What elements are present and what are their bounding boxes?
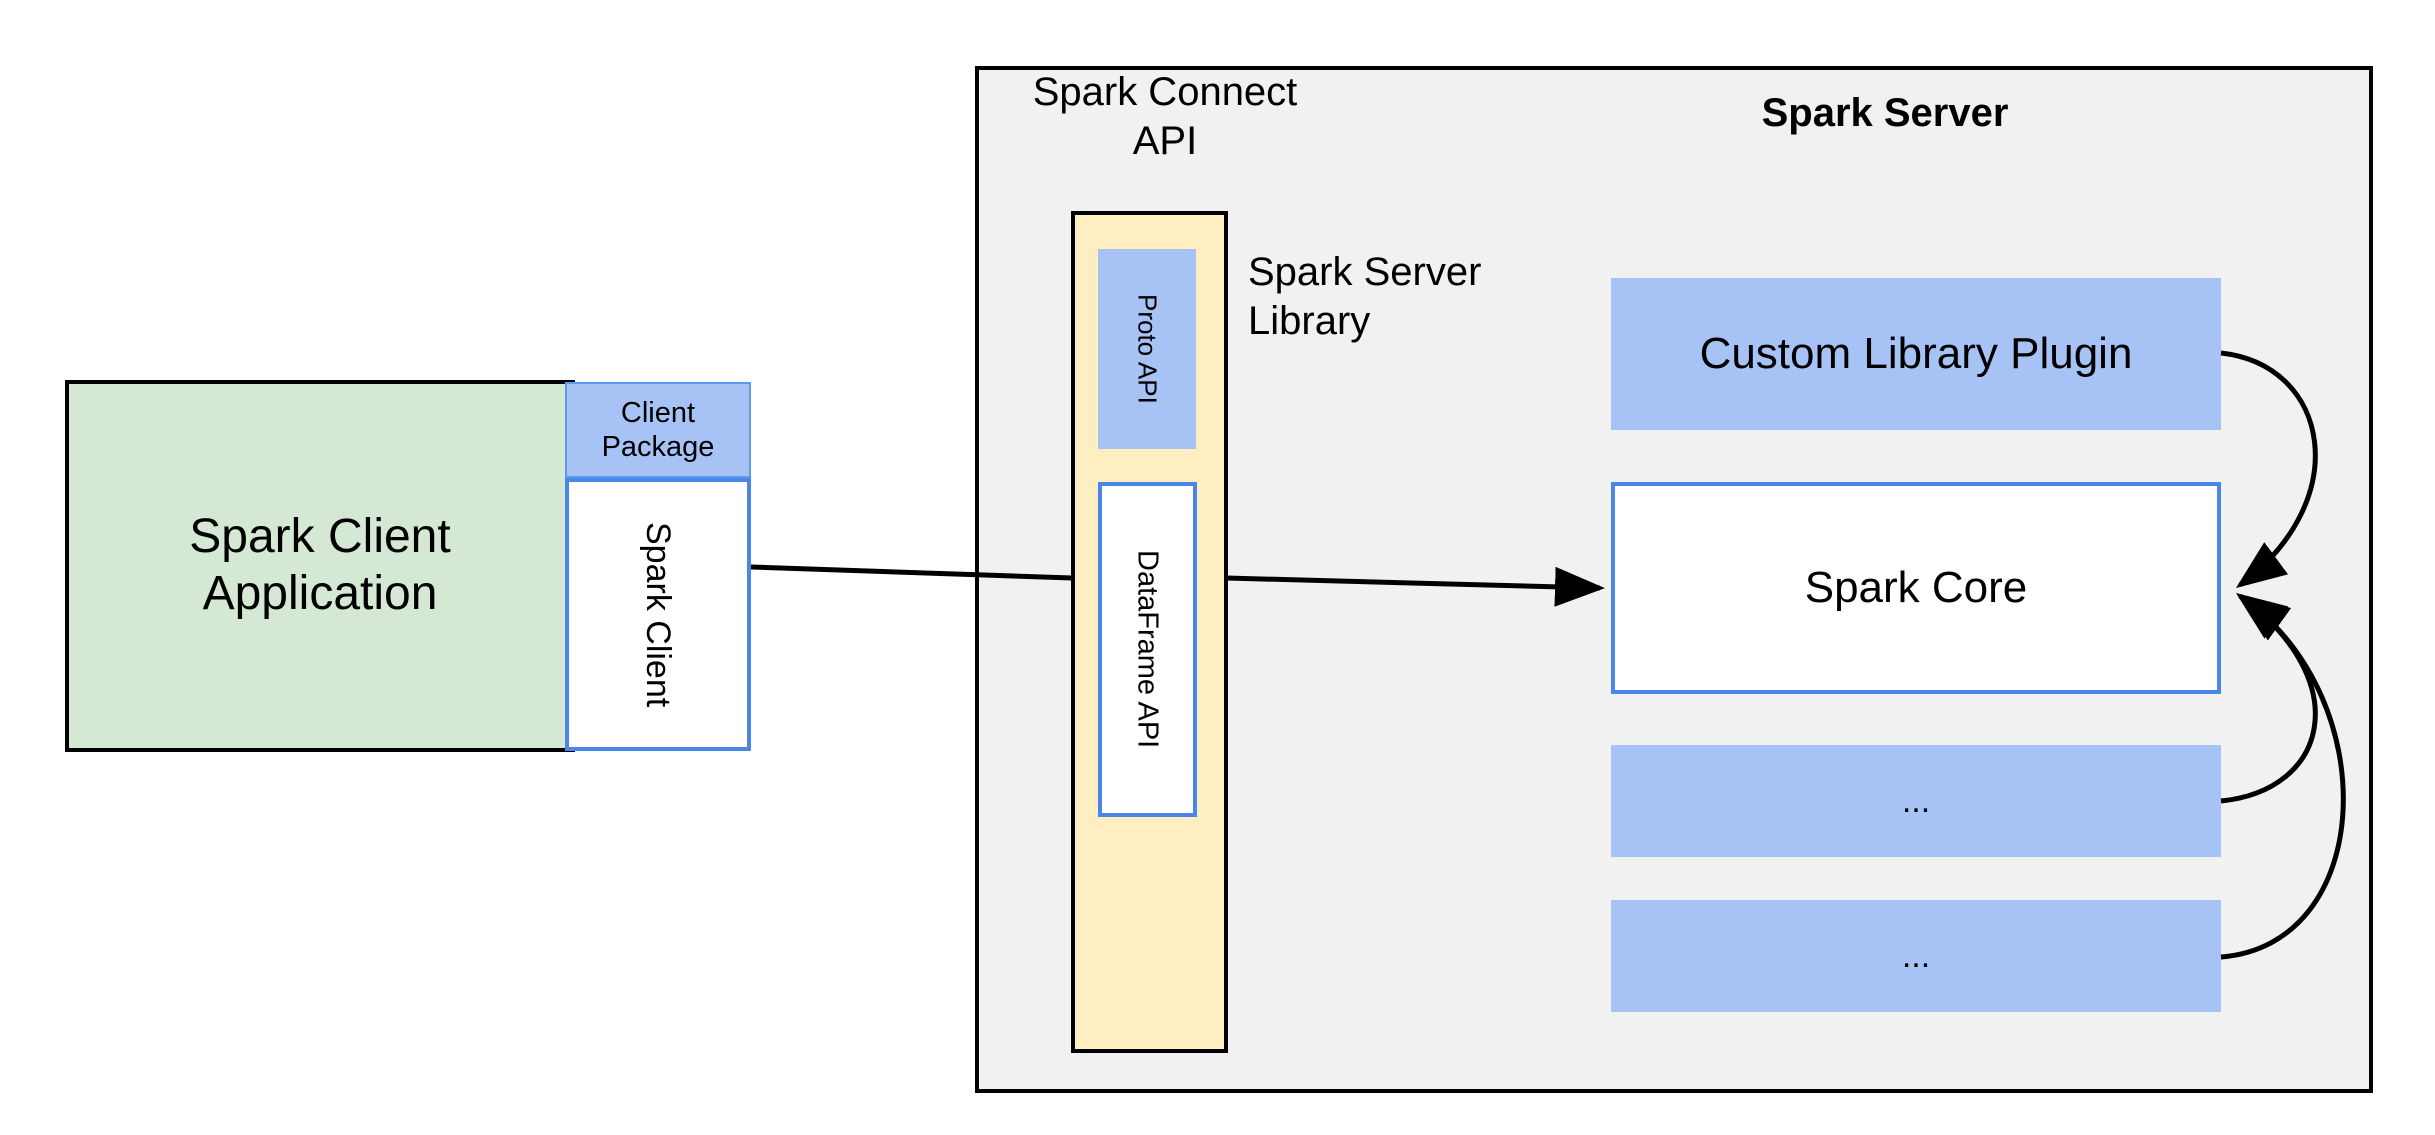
ellipsis-two-label: ...	[1901, 936, 1931, 975]
spark-client-application-box[interactable]: Spark Client Application	[65, 380, 575, 752]
proto-api-box[interactable]: Proto API	[1098, 249, 1196, 449]
spark-core-label: Spark Core	[1804, 563, 2028, 613]
spark-core-box[interactable]: Spark Core	[1611, 482, 2221, 694]
spark-client-label: Spark Client	[639, 521, 678, 708]
server-component-ellipsis-two[interactable]: ...	[1611, 900, 2221, 1012]
spark-client-box[interactable]: Spark Client	[565, 478, 751, 751]
proto-api-label: Proto API	[1132, 294, 1163, 404]
spark-connect-api-label: Spark Connect API	[1032, 70, 1298, 163]
custom-library-plugin-label: Custom Library Plugin	[1699, 329, 2133, 379]
client-package-box[interactable]: Client Package	[565, 382, 751, 478]
spark-server-title: Spark Server	[1761, 90, 2009, 135]
spark-server-library-label: Spark Server Library	[1248, 250, 1482, 343]
dataframe-api-box[interactable]: DataFrame API	[1098, 482, 1197, 817]
dataframe-api-label: DataFrame API	[1131, 550, 1164, 749]
custom-library-plugin-box[interactable]: Custom Library Plugin	[1611, 278, 2221, 430]
server-component-ellipsis-one[interactable]: ...	[1611, 745, 2221, 857]
spark-client-application-label: Spark Client Application	[189, 510, 451, 620]
client-package-label: Client Package	[601, 396, 715, 463]
ellipsis-one-label: ...	[1901, 781, 1931, 820]
